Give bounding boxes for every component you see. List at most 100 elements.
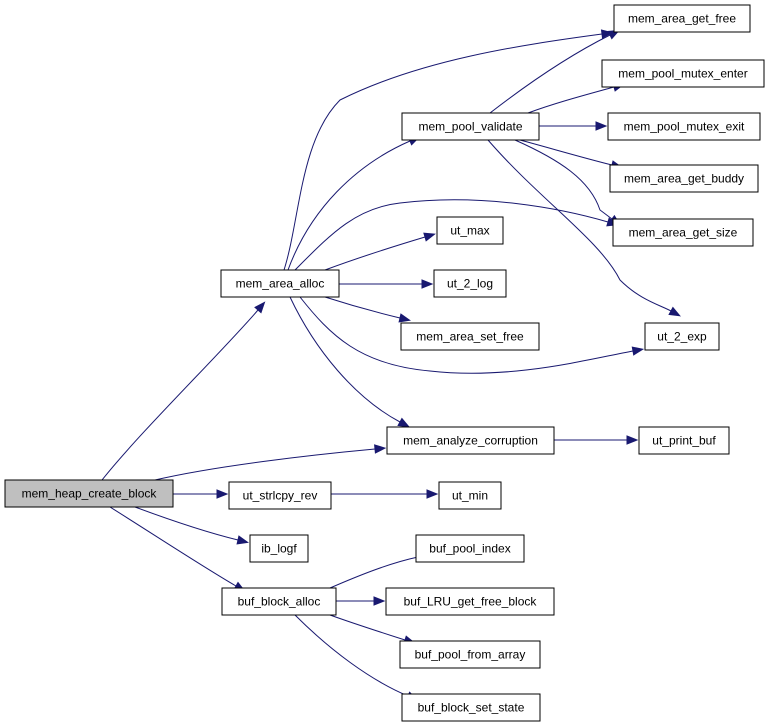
node-label: ut_min [452,489,488,503]
node-mem_pool_mutex_enter[interactable]: mem_pool_mutex_enter [601,59,765,88]
edge-ut_strlcpy_rev-to-ut_min [331,489,439,499]
node-label: buf_pool_from_array [415,648,526,662]
edge-buf_block_alloc-to-buf_block_set_state [294,614,419,701]
node-mem_area_get_buddy[interactable]: mem_area_get_buddy [609,164,759,193]
edge-line [324,296,401,319]
edge-line [299,296,634,374]
edge-line [109,506,237,587]
node-label: mem_pool_mutex_enter [618,67,747,81]
edge-mem_area_alloc-to-mem_analyze_corruption [289,296,410,428]
edge-line [324,236,426,271]
node-ut_min[interactable]: ut_min [438,481,502,510]
node-mem_pool_validate[interactable]: mem_pool_validate [401,112,540,141]
arrowhead-icon [668,306,681,317]
node-label: mem_area_get_free [628,12,736,26]
node-ib_logf[interactable]: ib_logf [249,534,309,563]
node-label: ut_2_exp [657,330,707,344]
edge-mem_area_alloc-to-ut_2_exp [299,296,645,374]
node-buf_pool_from_array[interactable]: buf_pool_from_array [399,640,541,669]
arrowhead-icon [397,417,410,428]
node-label: ut_2_log [447,277,493,291]
node-mem_area_alloc[interactable]: mem_area_alloc [220,269,340,298]
node-ut_2_log[interactable]: ut_2_log [433,269,507,298]
arrowhead-icon [423,232,436,242]
edge-mem_pool_validate-to-ut_2_exp [487,139,681,317]
node-label: mem_area_get_size [629,226,738,240]
node-buf_pool_index[interactable]: buf_pool_index [415,534,525,563]
node-mem_area_get_free[interactable]: mem_area_get_free [613,4,751,33]
node-label: buf_block_set_state [418,701,525,715]
node-buf_block_alloc[interactable]: buf_block_alloc [221,587,337,616]
edge-mem_pool_validate-to-mem_pool_mutex_exit [539,121,608,131]
node-buf_block_set_state[interactable]: buf_block_set_state [401,693,541,722]
arrowhead-icon [236,535,250,545]
edge-line [154,448,376,481]
node-label: ib_logf [261,542,297,556]
node-buf_LRU_get_free_block[interactable]: buf_LRU_get_free_block [385,587,555,616]
edge-mem_pool_validate-to-mem_area_get_buddy [519,139,623,170]
arrowhead-icon [373,596,386,606]
edge-mem_heap_create_block-to-mem_analyze_corruption [154,444,387,481]
node-label: mem_area_get_buddy [624,172,744,186]
arrowhead-icon [631,346,645,356]
arrowhead-icon [398,313,412,323]
node-ut_strlcpy_rev[interactable]: ut_strlcpy_rev [228,481,332,510]
edge-mem_pool_validate-to-mem_area_get_free [489,29,621,114]
edge-mem_heap_create_block-to-mem_area_alloc [101,301,266,481]
node-label: buf_LRU_get_free_block [404,595,538,609]
arrowhead-icon [600,29,614,39]
edge-line [294,614,409,697]
edge-line [487,139,672,312]
edge-mem_pool_validate-to-mem_pool_mutex_enter [527,82,625,114]
edge-mem_heap_create_block-to-buf_block_alloc [109,506,246,592]
edge-line [489,34,611,114]
arrowhead-icon [426,489,439,499]
edge-mem_heap_create_block-to-ib_logf [134,506,250,545]
node-label: ut_print_buf [652,434,716,448]
arrowhead-icon [216,489,229,499]
node-mem_area_get_size[interactable]: mem_area_get_size [612,218,754,247]
edge-line [289,296,401,423]
edge-mem_area_alloc-to-mem_area_get_free [283,29,614,271]
edge-mem_heap_create_block-to-ut_strlcpy_rev [173,489,229,499]
node-mem_analyze_corruption[interactable]: mem_analyze_corruption [386,426,555,455]
arrowhead-icon [254,301,266,314]
node-mem_pool_mutex_exit[interactable]: mem_pool_mutex_exit [607,112,761,141]
edge-buf_block_alloc-to-buf_pool_index [329,552,430,589]
edge-line [527,86,615,114]
edge-mem_area_alloc-to-mem_area_set_free [324,296,412,323]
node-ut_2_exp[interactable]: ut_2_exp [644,322,720,351]
edge-line [519,139,613,166]
edge-line [283,33,603,271]
node-label: ut_max [450,224,489,238]
node-label: mem_pool_mutex_exit [624,120,745,134]
node-label: mem_area_alloc [236,277,325,291]
node-label: mem_area_set_free [416,330,524,344]
edge-line [134,506,239,541]
node-label: buf_pool_index [429,542,510,556]
edge-mem_analyze_corruption-to-ut_print_buf [554,435,639,445]
arrowhead-icon [595,121,608,131]
node-label: mem_heap_create_block [22,487,158,501]
edge-line [329,556,419,589]
edge-mem_area_alloc-to-ut_max [324,232,436,271]
edge-line [101,309,259,481]
node-label: ut_strlcpy_rev [243,489,318,503]
edge-mem_area_alloc-to-ut_2_log [339,279,434,289]
node-mem_heap_create_block[interactable]: mem_heap_create_block [4,479,174,508]
edge-buf_block_alloc-to-buf_LRU_get_free_block [336,596,386,606]
edge-buf_block_alloc-to-buf_pool_from_array [329,614,416,645]
edge-line [329,614,406,641]
node-ut_print_buf[interactable]: ut_print_buf [638,426,730,455]
arrowhead-icon [374,444,387,454]
node-label: buf_block_alloc [238,595,321,609]
node-ut_max[interactable]: ut_max [436,216,504,245]
node-label: mem_pool_validate [418,120,522,134]
nodes-layer: mem_heap_create_block mem_area_alloc mem… [4,4,765,722]
edge-line [287,140,411,271]
node-mem_area_set_free[interactable]: mem_area_set_free [400,322,540,351]
arrowhead-icon [421,279,434,289]
edge-line [514,139,613,220]
edge-line [294,199,609,271]
